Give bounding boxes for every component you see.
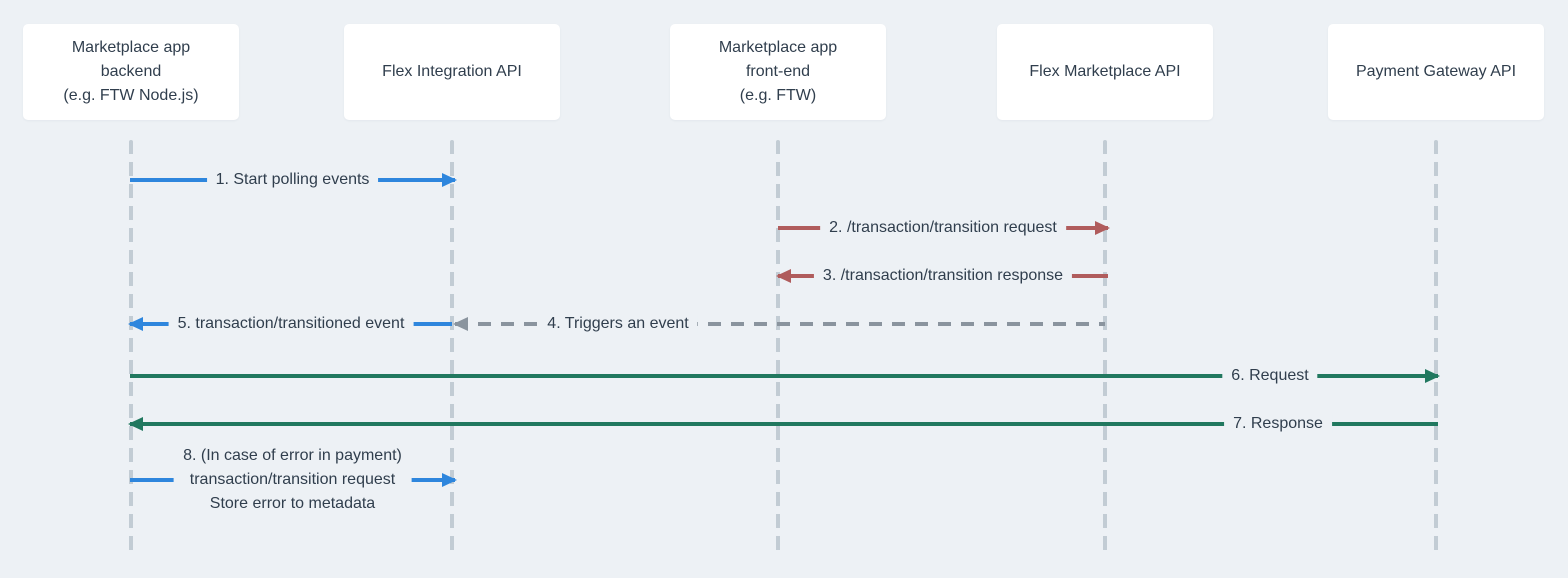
message-2-transition-request: 2. /transaction/transition request xyxy=(778,217,1110,239)
arrowhead-left-icon xyxy=(128,317,143,331)
participant-marketplace-backend: Marketplace app backend (e.g. FTW Node.j… xyxy=(23,24,239,120)
message-label: 7. Response xyxy=(1224,415,1332,433)
message-label: 2. /transaction/transition request xyxy=(820,219,1066,237)
participant-payment-gateway-api: Payment Gateway API xyxy=(1328,24,1544,120)
lifeline-marketplace-frontend xyxy=(776,140,780,552)
participant-label-line: front-end xyxy=(745,63,811,80)
participant-flex-integration-api: Flex Integration API xyxy=(344,24,560,120)
participant-flex-marketplace-api: Flex Marketplace API xyxy=(997,24,1213,120)
arrowhead-left-icon xyxy=(776,269,791,283)
message-label-line: Store error to metadata xyxy=(209,495,376,512)
participant-label-line: (e.g. FTW Node.js) xyxy=(63,87,199,104)
message-1-start-polling: 1. Start polling events xyxy=(130,169,457,191)
message-4-triggers-event: 4. Triggers an event xyxy=(453,313,1105,335)
arrowhead-left-icon xyxy=(453,317,468,331)
message-7-response: 7. Response xyxy=(128,413,1438,435)
message-label: 1. Start polling events xyxy=(206,171,379,189)
message-label: 4. Triggers an event xyxy=(538,315,698,333)
lifeline-flex-marketplace-api xyxy=(1103,140,1107,552)
message-line xyxy=(130,422,1438,426)
message-3-transition-response: 3. /transaction/transition response xyxy=(776,265,1108,287)
arrowhead-right-icon xyxy=(1095,221,1110,235)
participant-label-line: Payment Gateway API xyxy=(1355,63,1517,80)
participant-label-line: Flex Marketplace API xyxy=(1029,63,1181,80)
participant-marketplace-frontend: Marketplace app front-end (e.g. FTW) xyxy=(670,24,886,120)
message-label: 3. /transaction/transition response xyxy=(813,267,1073,285)
message-label-line: 8. (In case of error in payment) xyxy=(183,447,402,464)
arrowhead-right-icon xyxy=(1425,369,1440,383)
lifeline-flex-integration-api xyxy=(450,140,454,552)
message-line xyxy=(130,374,1438,378)
lifeline-payment-gateway-api xyxy=(1434,140,1438,552)
participant-label-line: Marketplace app xyxy=(718,39,838,56)
message-8-error-transition: 8. (In case of error in payment) transac… xyxy=(130,444,457,516)
message-line xyxy=(455,322,1105,326)
participant-label-line: backend xyxy=(100,63,162,80)
message-label-line: transaction/transition request xyxy=(189,471,396,488)
message-label: 8. (In case of error in payment) transac… xyxy=(173,444,412,516)
lifeline-marketplace-backend xyxy=(129,140,133,552)
arrowhead-right-icon xyxy=(442,473,457,487)
participant-label-line: Marketplace app xyxy=(71,39,191,56)
message-label: 6. Request xyxy=(1222,367,1318,385)
arrowhead-left-icon xyxy=(128,417,143,431)
message-6-request: 6. Request xyxy=(130,365,1440,387)
arrowhead-right-icon xyxy=(442,173,457,187)
message-5-transitioned-event: 5. transaction/transitioned event xyxy=(128,313,452,335)
message-label: 5. transaction/transitioned event xyxy=(168,315,414,333)
participant-label-line: (e.g. FTW) xyxy=(739,87,817,104)
participant-label-line: Flex Integration API xyxy=(382,63,522,80)
